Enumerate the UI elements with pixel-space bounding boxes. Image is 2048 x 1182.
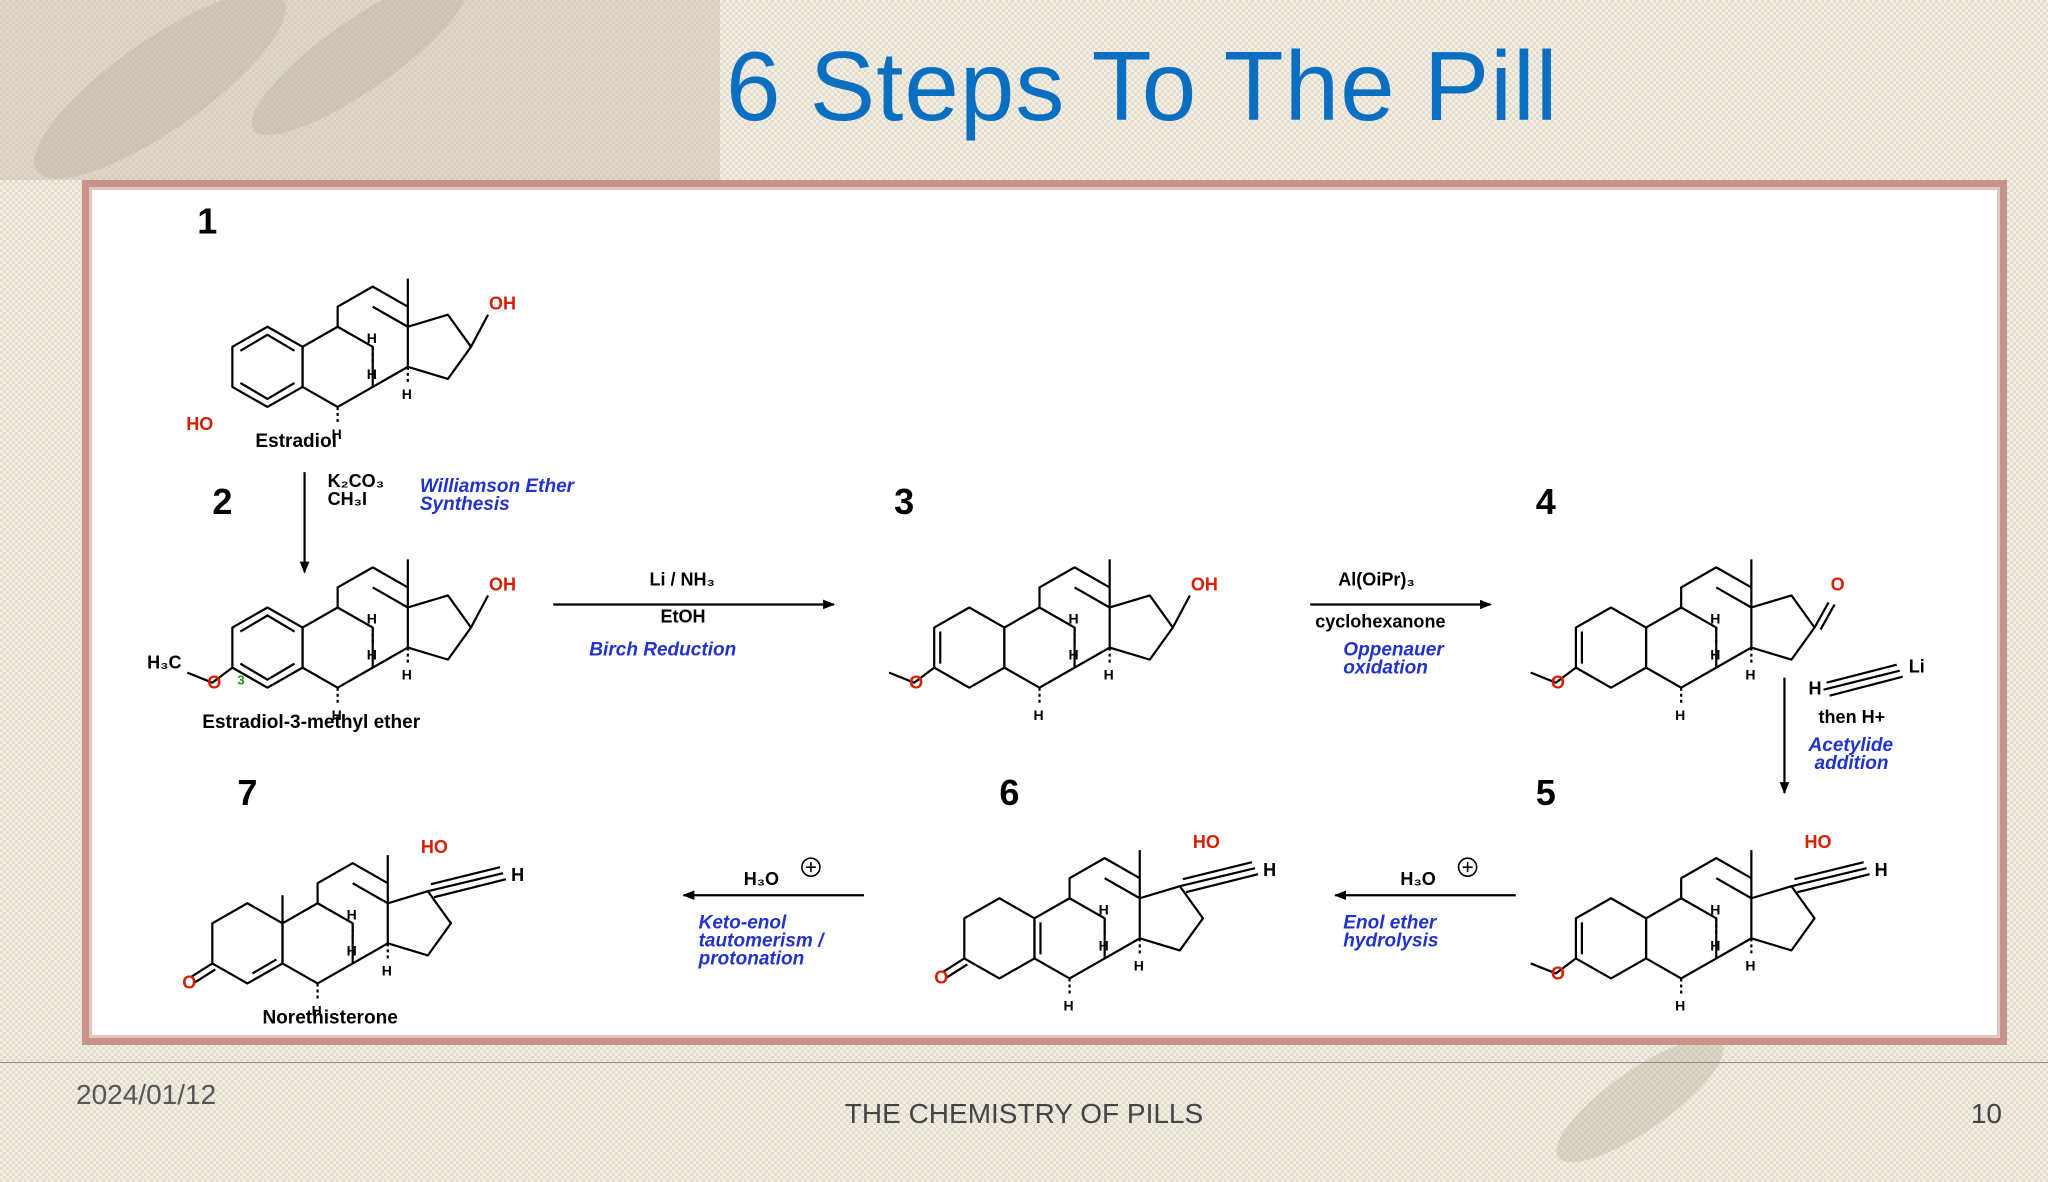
reaction-name: Oppenauer [1343, 640, 1445, 661]
reaction-name: Synthesis [420, 494, 510, 515]
charge-icon [801, 857, 821, 877]
charge-icon [1457, 857, 1478, 877]
compound-number: 4 [1536, 481, 1556, 522]
step-6: H₃O Keto-enol tautomerism / protonation [682, 857, 865, 969]
step-5: H₃O Enol ether hydrolysis [1334, 857, 1516, 951]
compound-number: 2 [212, 481, 232, 522]
oxygen-label: O [909, 673, 923, 693]
oh-label: OH [1191, 574, 1218, 594]
hydrogen-label: H [511, 865, 524, 885]
step-3: Al(OiPr)₃ cyclohexanone Oppenauer oxidat… [1310, 569, 1492, 679]
page-number: 10 [1970, 1098, 2002, 1129]
compound-number: 3 [894, 481, 914, 522]
slide-title: 6 Steps To The Pill [726, 31, 1559, 141]
methyl-label: H₃C [147, 653, 181, 673]
reaction-name: Acetylide [1808, 735, 1894, 756]
hydrogen-label: H [1263, 860, 1276, 880]
reaction-name: oxidation [1343, 658, 1428, 679]
position-label: 3 [237, 673, 244, 688]
reagent-label: Li / NH₃ [649, 569, 714, 589]
footer-date: 2024/01/12 [76, 1079, 217, 1110]
hydrogen-label: H [1875, 860, 1888, 880]
ho-label: HO [421, 837, 448, 857]
compound-2: 2 OH O H₃C 3 Estradiol-3-methyl ether [147, 481, 516, 733]
oxygen-label: O [207, 673, 221, 693]
compound-number: 1 [197, 201, 217, 242]
reaction-name: Williamson Ether [420, 476, 576, 497]
reagent-label: then H+ [1819, 707, 1886, 727]
oxygen-label: O [1551, 673, 1565, 693]
compound-name: Estradiol-3-methyl ether [202, 712, 420, 733]
ho-label: HO [1193, 832, 1220, 852]
reagent-label: H₃O [744, 869, 779, 889]
ketone-oxygen-label: O [1831, 574, 1845, 594]
ketone-oxygen-label: O [934, 967, 948, 987]
step-1: K₂CO₃ CH₃I Williamson Ether Synthesis [299, 471, 576, 574]
reagent-label: cyclohexanone [1315, 612, 1445, 632]
compound-number: 7 [237, 772, 257, 813]
diagram-frame: H H H H 1 OH HO Estradiol [82, 180, 2007, 1045]
footer-divider [0, 1062, 2048, 1063]
ketone-oxygen-label: O [182, 972, 196, 992]
reaction-name: tautomerism / [699, 930, 826, 951]
reaction-name: Birch Reduction [589, 640, 736, 661]
reaction-name: Enol ether [1343, 912, 1438, 933]
synthesis-diagram: H H H H 1 OH HO Estradiol [89, 187, 2000, 1038]
compound-3: 3 OH O [888, 481, 1218, 724]
reagent-label: Al(OiPr)₃ [1338, 569, 1414, 589]
compound-name: Norethisterone [262, 1008, 397, 1029]
step-4: H Li then H+ Acetylide addition [1779, 657, 1925, 795]
reagent-label: H₃O [1400, 869, 1435, 889]
step-2: Li / NH₃ EtOH Birch Reduction [553, 569, 836, 661]
footer-title: THE CHEMISTRY OF PILLS [844, 1098, 1204, 1129]
reaction-name: hydrolysis [1343, 930, 1438, 951]
lithium-label: Li [1909, 657, 1925, 677]
compound-6: 6 HO H O [934, 772, 1276, 1015]
compound-1: 1 OH HO Estradiol [186, 201, 516, 453]
compound-number: 5 [1536, 772, 1556, 813]
reaction-name: protonation [698, 948, 805, 969]
decorative-background-panel [0, 0, 720, 180]
oh-label: OH [489, 294, 516, 314]
reaction-name: addition [1815, 753, 1889, 774]
alkyne-bond [1823, 663, 1904, 697]
hydrogen-label: H [1809, 679, 1822, 699]
reagent-label: EtOH [660, 607, 705, 627]
ho-label: HO [186, 414, 213, 434]
oh-label: OH [489, 574, 516, 594]
compound-7: 7 HO H O Norethisterone [182, 772, 524, 1029]
compound-name: Estradiol [255, 431, 336, 452]
reagent-label: K₂CO₃ [328, 471, 384, 491]
reaction-name: Keto-enol [699, 912, 787, 933]
oxygen-label: O [1551, 963, 1565, 983]
compound-number: 6 [999, 772, 1019, 813]
reagent-label: CH₃I [328, 489, 367, 509]
compound-4: 4 O O [1530, 481, 1845, 724]
ho-label: HO [1804, 832, 1831, 852]
compound-5: 5 HO H O [1530, 772, 1888, 1015]
